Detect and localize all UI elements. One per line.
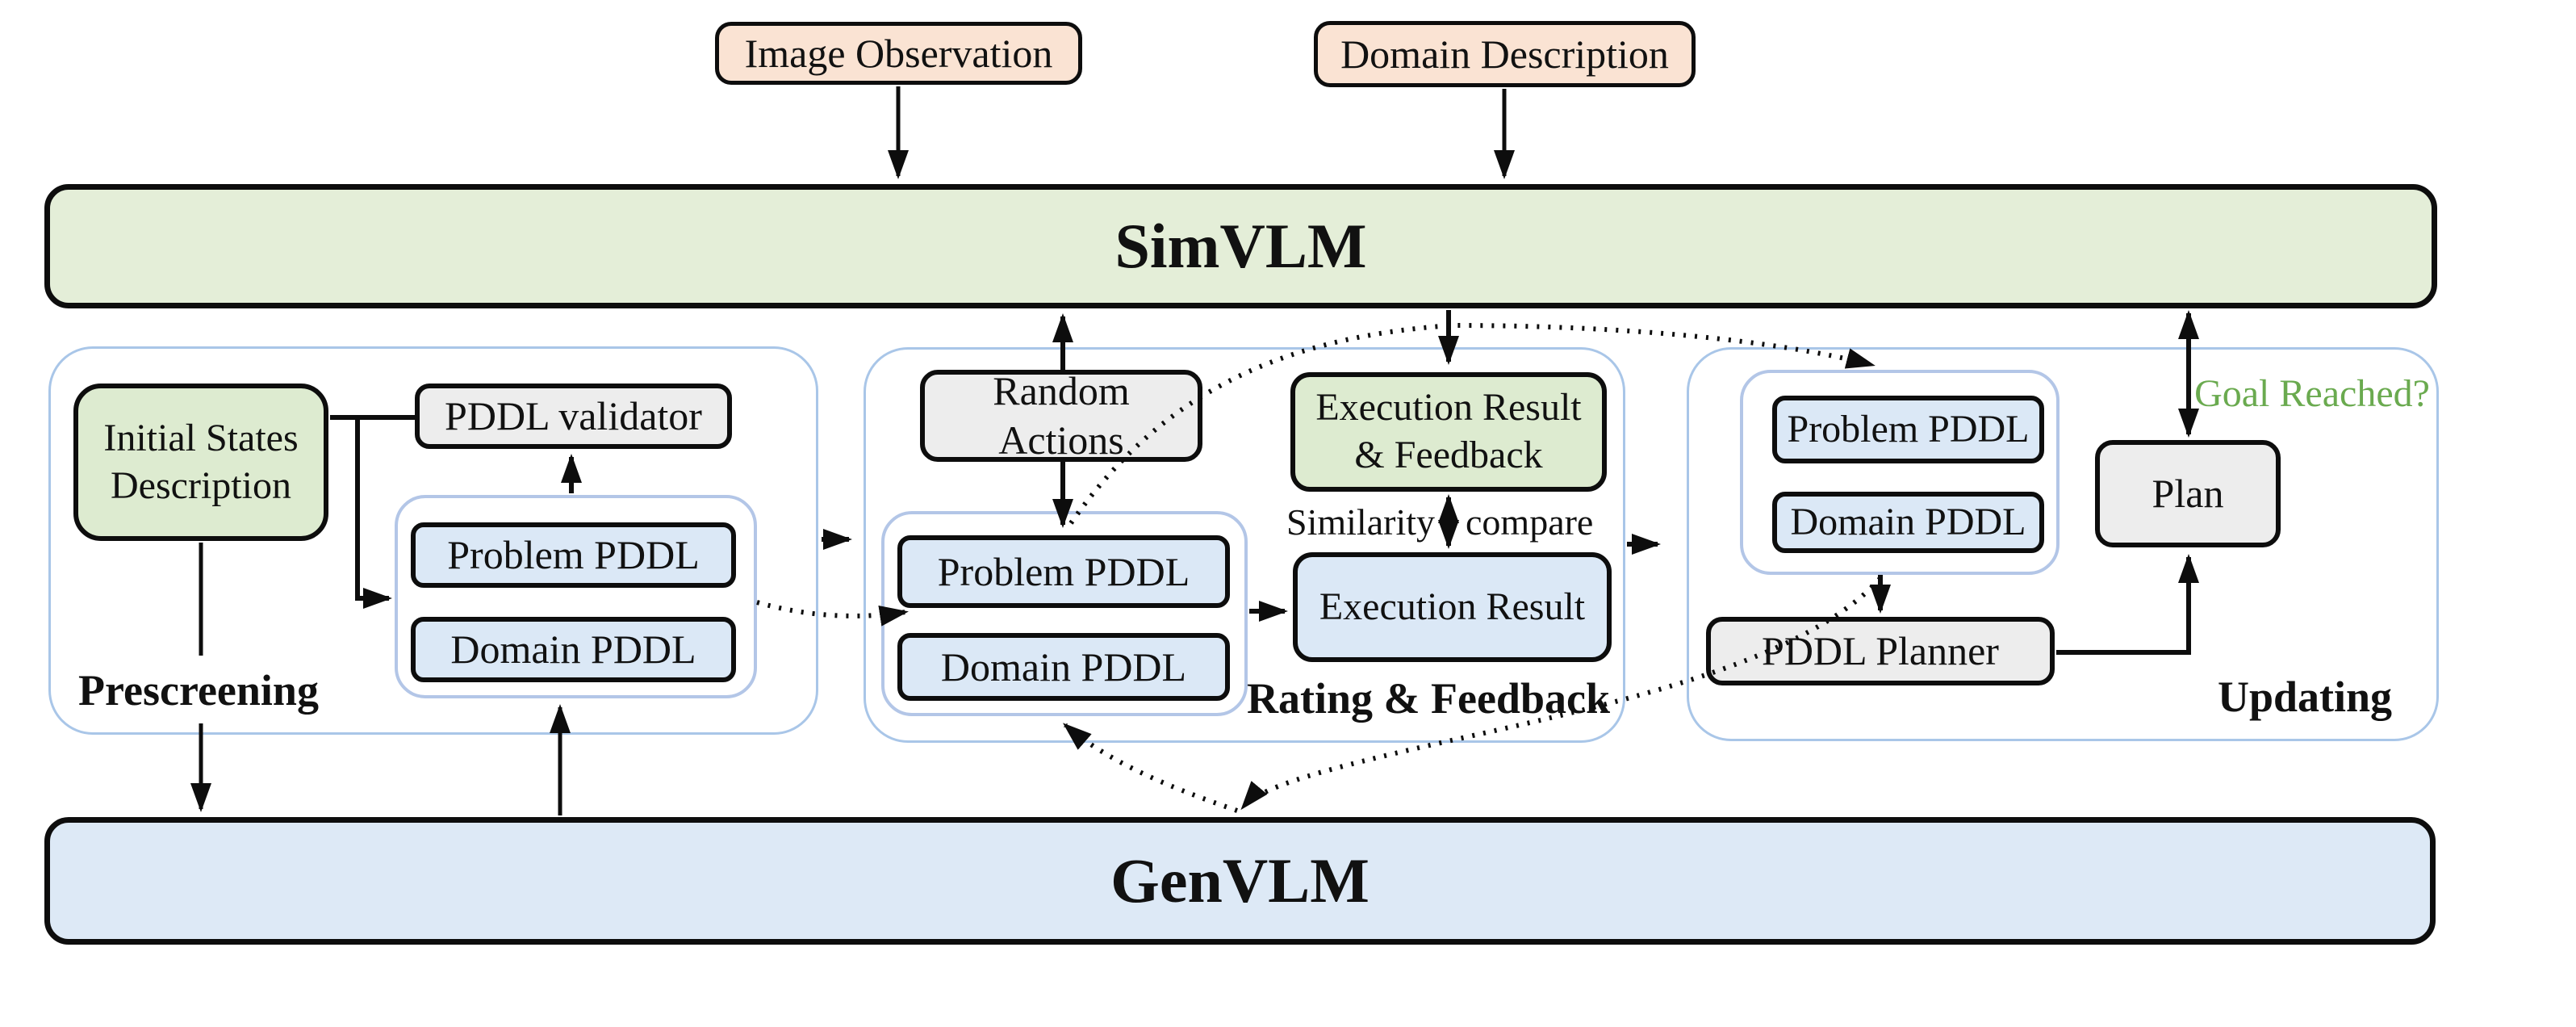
initial-states-line2: Description	[111, 463, 291, 507]
genvlm-label: GenVLM	[1110, 845, 1370, 916]
initial-states-line1: Initial States	[103, 416, 299, 459]
rating-domain-pddl-box: Domain PDDL	[897, 633, 1230, 701]
domain-pddl-label: Domain PDDL	[450, 627, 696, 672]
execution-result-label: Execution Result	[1319, 585, 1586, 628]
domain-pddl-label: Domain PDDL	[940, 643, 1187, 690]
pddl-validator-box: PDDL validator	[415, 384, 732, 449]
execution-result-feedback-box: Execution Result & Feedback	[1290, 372, 1607, 492]
plan-box: Plan	[2095, 440, 2281, 547]
image-observation-box: Image Observation	[715, 22, 1082, 85]
pddl-planner-label: PDDL Planner	[1762, 628, 1999, 673]
random-actions-line2: Actions	[998, 417, 1124, 463]
pddl-planner-box: PDDL Planner	[1706, 617, 2055, 685]
goal-reached-label: Goal Reached?	[2194, 372, 2430, 415]
updating-domain-pddl-box: Domain PDDL	[1772, 492, 2044, 553]
image-observation-label: Image Observation	[744, 30, 1053, 76]
random-actions-box: Random Actions	[920, 368, 1202, 463]
genvlm-bar: GenVLM	[44, 817, 2436, 945]
prescreening-label: Prescreening	[78, 666, 319, 715]
simvlm-bar: SimVLM	[44, 184, 2437, 308]
execution-result-box: Execution Result	[1293, 552, 1612, 662]
domain-pddl-label: Domain PDDL	[1790, 500, 2026, 543]
similarity-text: Similarity	[1286, 501, 1435, 543]
updating-problem-pddl-box: Problem PDDL	[1772, 396, 2044, 463]
domain-description-box: Domain Description	[1314, 21, 1696, 87]
simvlm-label: SimVLM	[1114, 211, 1367, 281]
problem-pddl-label: Problem PDDL	[937, 548, 1190, 594]
initial-states-box: Initial States Description	[73, 384, 328, 541]
exec-feedback-line1: Execution Result	[1315, 386, 1582, 430]
compare-text: compare	[1466, 501, 1594, 543]
rating-feedback-label: Rating & Feedback	[1247, 674, 1610, 723]
domain-description-label: Domain Description	[1340, 31, 1669, 77]
prescreening-domain-pddl-box: Domain PDDL	[411, 617, 736, 682]
updating-label: Updating	[2217, 673, 2393, 721]
random-actions-line1: Random	[993, 368, 1130, 413]
rating-problem-pddl-box: Problem PDDL	[897, 535, 1230, 608]
pddl-validator-label: PDDL validator	[445, 393, 702, 438]
prescreening-problem-pddl-box: Problem PDDL	[411, 522, 736, 588]
plan-label: Plan	[2152, 471, 2224, 516]
exec-feedback-line2: & Feedback	[1354, 434, 1543, 476]
problem-pddl-label: Problem PDDL	[447, 532, 700, 577]
problem-pddl-label: Problem PDDL	[1787, 407, 2030, 451]
